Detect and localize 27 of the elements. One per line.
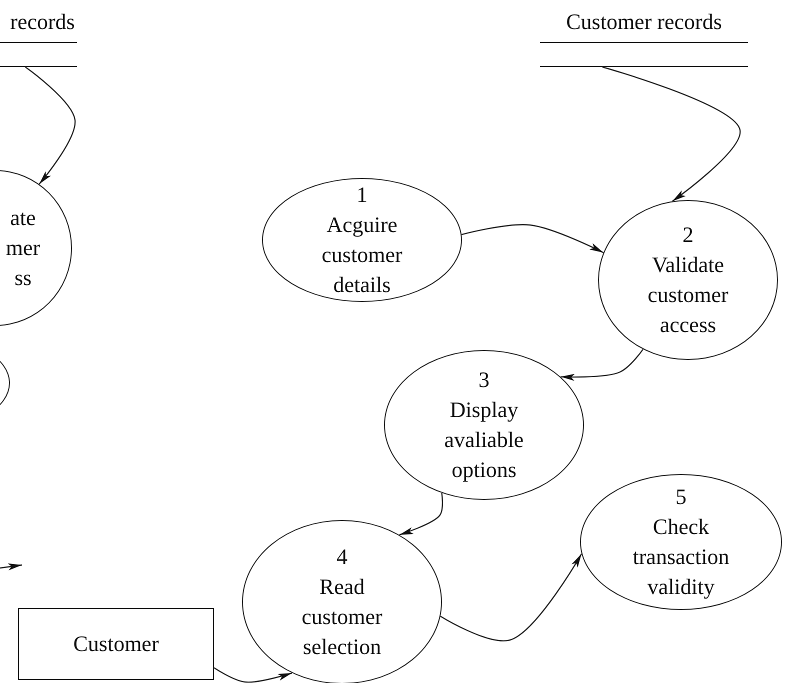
process-label: ate mer ss [4, 204, 42, 292]
process-circle [580, 474, 782, 610]
arrow [399, 492, 444, 536]
arrow [602, 66, 741, 202]
data-store-label: Customer records [565, 9, 723, 35]
external-entity-box [18, 608, 214, 680]
data-store-label: records [9, 9, 76, 35]
process-label: Validate customer access [648, 251, 728, 339]
process-label: Display avaliable options [444, 396, 524, 484]
arrow [440, 554, 582, 642]
process-label: Read customer selection [302, 573, 382, 661]
process-circle [242, 520, 442, 683]
arrow [461, 224, 604, 254]
process-number: 2 [682, 221, 694, 249]
process-number: 1 [356, 181, 368, 209]
process-label: Check transaction validity [632, 513, 730, 601]
process-circle [598, 200, 778, 360]
arrow [560, 348, 644, 381]
process-circle [384, 350, 584, 500]
process-circle [262, 178, 462, 302]
entity-label: Customer [73, 630, 159, 658]
arrow [24, 66, 76, 184]
process-number: 4 [336, 543, 348, 571]
process-number: 5 [676, 483, 686, 511]
process-number: 3 [478, 366, 490, 394]
arrow [214, 667, 292, 683]
process-label: Acguire customer details [322, 211, 402, 299]
